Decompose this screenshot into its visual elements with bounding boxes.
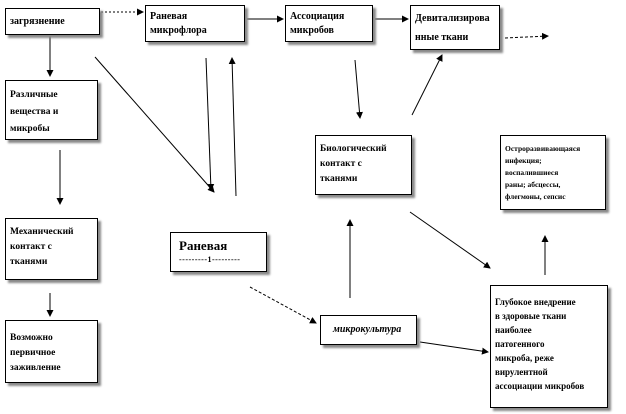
box-contamination-line: загрязнение <box>10 16 65 27</box>
box-primary-line: первичное <box>10 348 56 358</box>
box-deep-line: Глубокое внедрение <box>495 297 576 307</box>
box-wound-surface: Раневая ---------1--------- <box>170 232 267 272</box>
box-acute-line: инфекция; <box>505 156 542 165</box>
box-microbe-association-line: Ассоциация <box>290 11 345 22</box>
box-mechanical-line: тканями <box>10 257 48 267</box>
box-wound-subline: ---------1--------- <box>179 255 241 264</box>
box-devitalized-tissue-line: Девитализирова <box>415 13 490 24</box>
box-microculture-line: микрокультура <box>333 324 402 335</box>
arrow-wound-to-microflora <box>228 57 237 197</box>
box-primary-line: заживление <box>10 363 61 373</box>
arrow-contamination-to-wound <box>94 56 215 193</box>
arrow-wound-to-microculture <box>249 286 317 324</box>
box-substances-line: Различные <box>10 90 58 100</box>
arrow-microculture-to-deep <box>419 341 489 355</box>
box-mechanical-line: Механический <box>10 227 74 237</box>
box-deep-invasion: Глубокое внедрение в здоровые ткани наиб… <box>490 285 608 408</box>
box-microculture: микрокультура <box>320 315 417 345</box>
box-acute-line: флегмоны, сепсис <box>505 192 566 201</box>
box-deep-line: микроба, реже <box>495 353 554 363</box>
box-microbe-association: Ассоциация микробов <box>285 5 373 42</box>
box-wound-microflora-line: Раневая <box>150 11 188 22</box>
box-biological-contact: Биологический контакт с тканями <box>315 135 412 195</box>
box-contamination: загрязнение <box>5 8 100 35</box>
box-primary-line: Возможно <box>10 333 53 343</box>
box-substances-line: вещества и <box>10 107 59 117</box>
arrow-biological-to-deep <box>409 211 491 269</box>
box-biological-line: контакт с <box>320 159 362 169</box>
box-devitalized-tissue: Девитализирова нные ткани <box>410 5 500 50</box>
box-devitalized-tissue-line: нные ткани <box>415 32 469 43</box>
box-wound-microflora: Раневая микрофлора <box>145 5 245 42</box>
box-substances-and-microbes: Различные вещества и микробы <box>5 80 98 140</box>
box-microbe-association-line: микробов <box>290 25 334 36</box>
box-acute-line: раны; абсцессы, <box>505 180 561 189</box>
arrow-association-to-biological <box>354 59 363 119</box>
box-deep-line: наиболее <box>495 325 532 335</box>
arrow-devitalized-out <box>504 32 549 40</box>
box-biological-line: тканями <box>320 174 358 184</box>
box-deep-line: вирулентной <box>495 367 548 377</box>
box-substances-line: микробы <box>10 124 50 134</box>
box-wound-title: Раневая <box>179 238 228 253</box>
box-primary-healing: Возможно первичное заживление <box>5 320 98 383</box>
box-mechanical-line: контакт с <box>10 242 52 252</box>
box-deep-line: ассоциации микробов <box>495 381 585 391</box>
box-deep-line: патогенного <box>495 339 545 349</box>
box-acute-infection: Остроразвивающаяся инфекция; воспалившие… <box>500 135 606 210</box>
box-biological-line: Биологический <box>320 144 387 154</box>
arrow-microflora-to-wound <box>205 57 215 191</box>
box-acute-line: Остроразвивающаяся <box>505 144 581 153</box>
box-deep-line: в здоровые ткани <box>495 311 567 321</box>
box-mechanical-contact: Механический контакт с тканями <box>5 218 98 280</box>
box-wound-microflora-line: микрофлора <box>150 25 207 36</box>
arrow-biological-to-devitalized <box>411 54 443 116</box>
box-acute-line: воспалившиеся <box>505 168 559 177</box>
